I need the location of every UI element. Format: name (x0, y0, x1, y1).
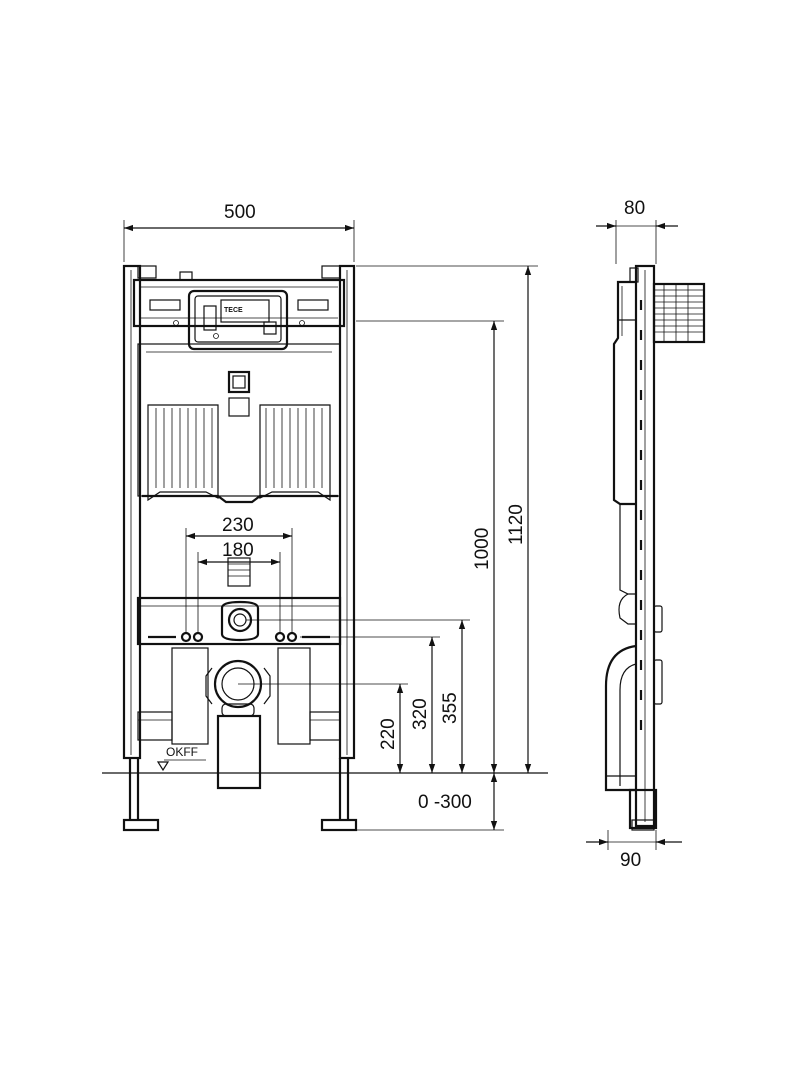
dim-label-1000: 1000 (472, 528, 493, 570)
front-view: TECE (102, 264, 548, 832)
dim-height-1120: 1120 (356, 265, 538, 773)
left-ribs (155, 408, 213, 488)
left-upright (122, 264, 142, 760)
side-view (604, 264, 706, 831)
dim-label-230: 230 (222, 515, 254, 536)
dim-height-1000: 1000 (356, 320, 504, 773)
cistern-box (132, 278, 346, 328)
stud-left-inner (192, 631, 204, 643)
dim-leg-adjust: 0 -300 (356, 773, 504, 831)
dim-label-90: 90 (620, 850, 641, 871)
stud-left-outer (180, 631, 192, 643)
dim-height-220: 220 (238, 683, 408, 773)
dim-width-500: 500 (123, 202, 355, 262)
dim-label-355: 355 (440, 692, 461, 724)
side-top-block (652, 282, 706, 344)
waste-pipe (216, 714, 262, 790)
dim-label-80: 80 (624, 198, 645, 219)
dim-label-220: 220 (378, 718, 399, 750)
floor-level-label: OKFF (166, 745, 198, 759)
right-foot (320, 758, 358, 832)
side-top-ribs (654, 284, 704, 342)
brand-label: TECE (224, 307, 243, 314)
flush-plate-opening (187, 289, 289, 351)
stud-right-outer (286, 631, 298, 643)
dim-height-320: 320 (300, 636, 440, 773)
side-waste-bend (604, 644, 637, 792)
dim-label-180: 180 (222, 540, 254, 561)
dim-depth-90: 90 (586, 830, 682, 871)
right-ribs (265, 408, 323, 488)
side-cistern (612, 280, 636, 506)
left-foot (122, 758, 160, 832)
dim-depth-80: 80 (596, 198, 678, 264)
dim-label-1120: 1120 (506, 504, 527, 545)
dim-bolt-230: 230 (185, 515, 293, 634)
dim-label-500: 500 (224, 202, 256, 223)
cistern-body (137, 343, 341, 497)
dim-label-320: 320 (410, 698, 431, 730)
dim-label-leg-adjust: 0 -300 (418, 792, 472, 813)
stud-right-inner (274, 631, 286, 643)
floor-level-marker (156, 761, 170, 772)
mounting-rail (136, 596, 342, 646)
dim-bolt-180: 180 (197, 540, 281, 634)
dim-height-355: 355 (246, 619, 470, 773)
